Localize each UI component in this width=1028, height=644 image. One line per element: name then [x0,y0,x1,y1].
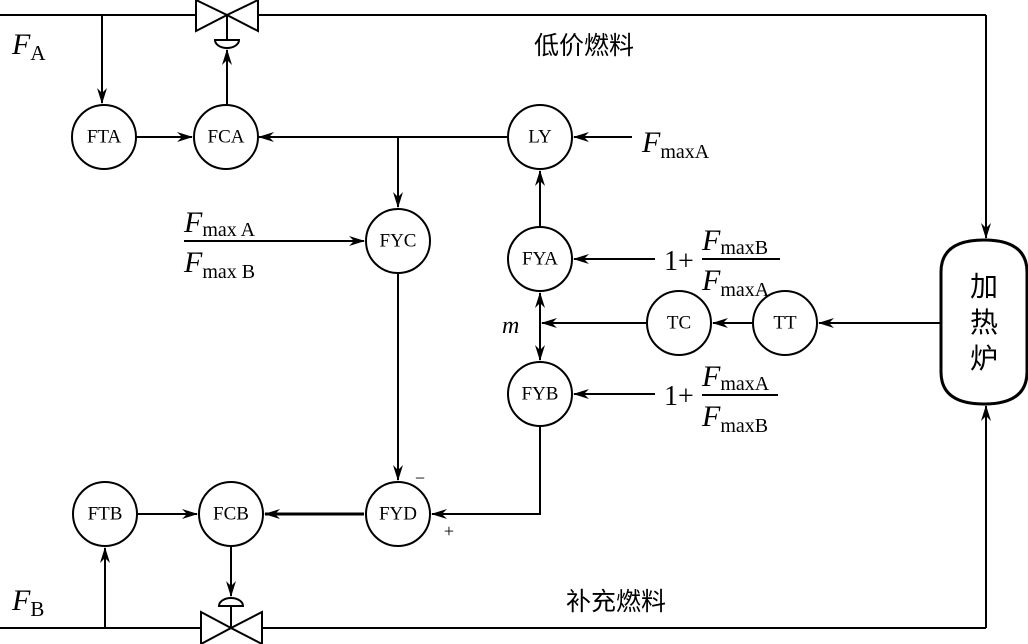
svg-text:FCA: FCA [208,127,245,148]
node-fta[interactable]: FTA [71,104,137,170]
fyd-plus-sign: + [444,521,454,541]
svg-text:Fmax B: Fmax B [183,246,255,283]
svg-text:FYA: FYA [522,249,558,270]
svg-text:FmaxA: FmaxA [701,360,770,395]
node-fyb[interactable]: FYB [507,361,573,427]
svg-text:FTB: FTB [88,504,123,525]
svg-text:FYB: FYB [522,384,559,405]
fuel-a-pipeline [0,14,991,239]
svg-text:FmaxB: FmaxB [701,400,768,437]
fyc-input-ratio: Fmax A Fmax B [183,206,260,283]
furnace-label-char: 加 [970,270,998,303]
svg-text:FmaxB: FmaxB [701,224,768,259]
furnace-label-char: 热 [970,306,998,339]
node-fyd[interactable]: FYD [365,481,431,547]
fya-input-expression: 1+ FmaxB FmaxA [664,224,780,301]
node-ftb[interactable]: FTB [72,481,138,547]
node-ly[interactable]: LY [507,104,573,170]
node-fya[interactable]: FYA [507,226,573,292]
ly-input-fmaxa: FmaxA [641,126,710,163]
svg-text:Fmax A: Fmax A [183,206,256,241]
svg-text:FCB: FCB [213,504,249,525]
svg-text:TC: TC [667,313,691,334]
svg-text:FmaxA: FmaxA [701,264,770,301]
furnace-label-char: 炉 [970,342,998,375]
node-tc[interactable]: TC [646,290,712,356]
control-valve-b-icon[interactable] [200,597,263,644]
svg-text:1+: 1+ [664,246,694,277]
node-fca[interactable]: FCA [193,104,259,170]
svg-text:FYD: FYD [379,504,417,525]
signal-line [431,427,541,519]
svg-text:TT: TT [773,313,797,334]
svg-text:FTA: FTA [87,127,122,148]
flow-a-label: FA [11,28,46,65]
flow-b-label: FB [11,584,44,621]
fyd-minus-sign: − [415,468,425,488]
fuel-b-pipeline [0,405,991,629]
control-valve-a-icon[interactable] [195,0,259,49]
node-fcb[interactable]: FCB [198,481,264,547]
svg-text:FYC: FYC [380,231,417,252]
fuel-a-label: 低价燃料 [534,31,634,60]
fyb-input-expression: 1+ FmaxA FmaxB [664,360,778,437]
m-label: m [502,313,519,339]
svg-text:LY: LY [528,127,552,148]
fuel-b-label: 补充燃料 [566,587,666,616]
node-tt[interactable]: TT [752,290,818,356]
svg-text:1+: 1+ [664,381,694,412]
heating-furnace[interactable]: 加 热 炉 [939,238,1028,406]
node-fyc[interactable]: FYC [365,208,431,274]
